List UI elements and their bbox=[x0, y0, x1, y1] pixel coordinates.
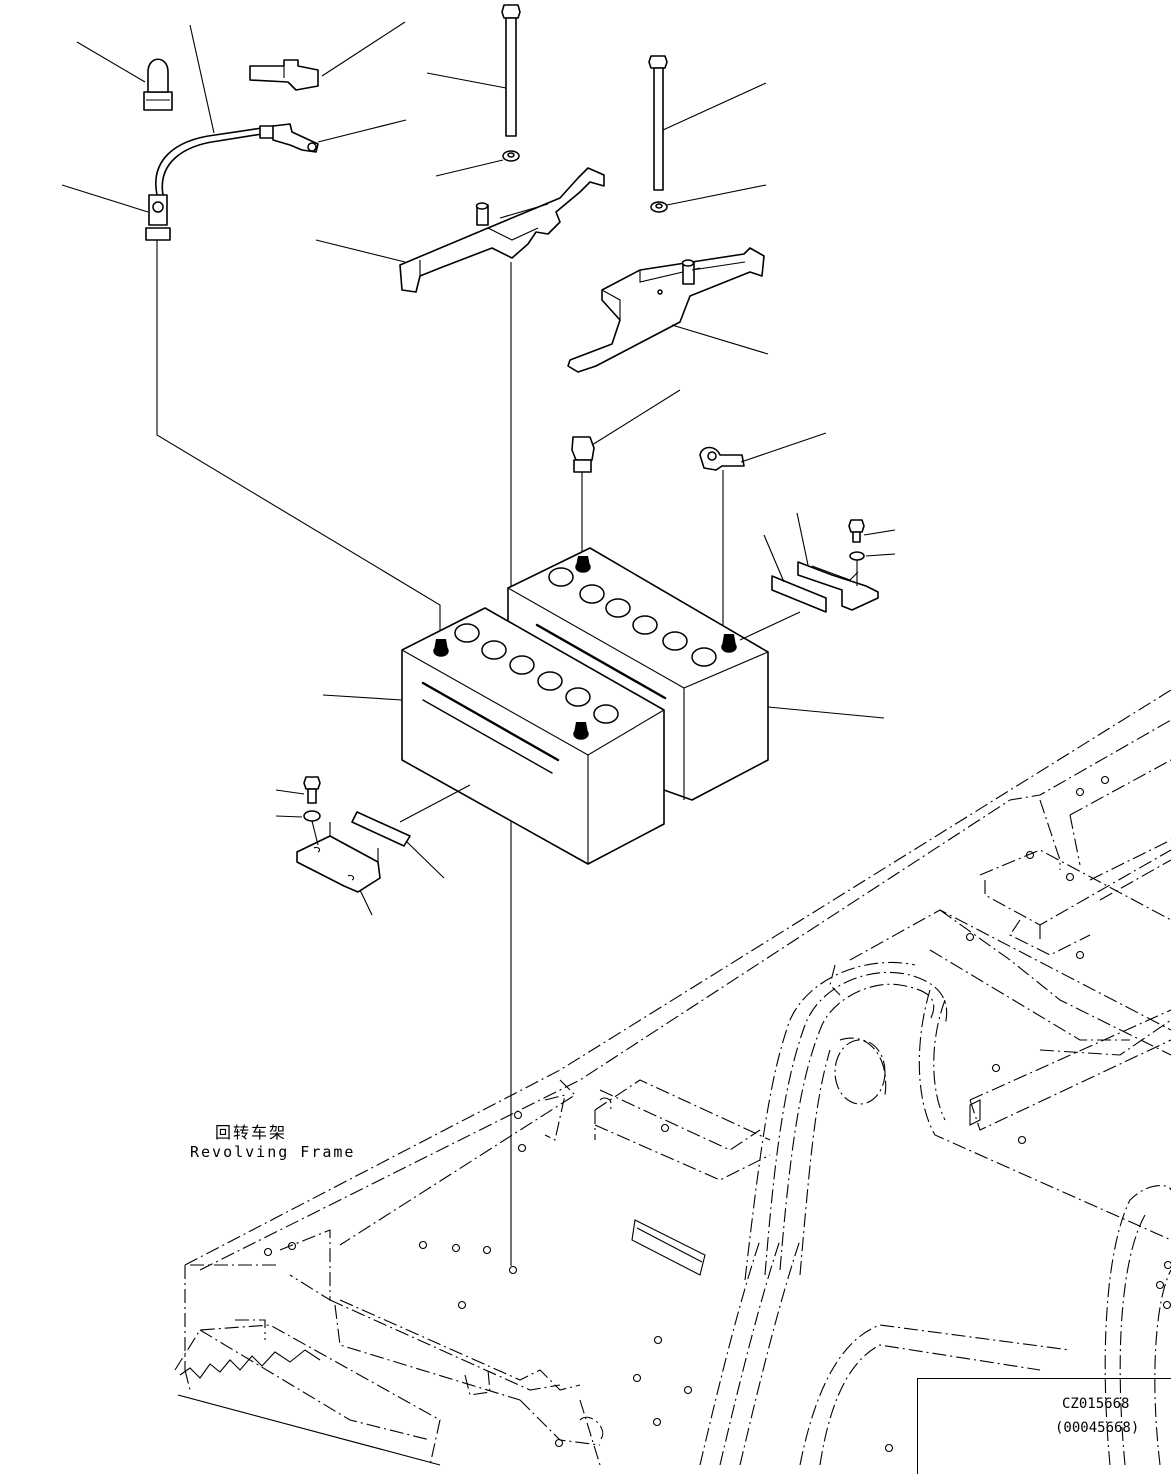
hold-down-rod-left bbox=[502, 5, 520, 161]
drawing-code-secondary: (00045668) bbox=[1055, 1420, 1139, 1436]
frame-holes bbox=[265, 777, 1171, 1452]
terminal-clamp-negative bbox=[572, 437, 594, 472]
bolt-left bbox=[304, 777, 320, 845]
bolt-right bbox=[849, 520, 864, 586]
terminal-cover bbox=[144, 59, 172, 110]
frame-label-english: Revolving Frame bbox=[190, 1143, 355, 1161]
battery-spacer-right bbox=[772, 562, 878, 612]
battery-bracket-upper bbox=[400, 168, 604, 292]
drawing-code-primary: CZ015668 bbox=[1062, 1396, 1129, 1412]
revolving-frame bbox=[175, 690, 1171, 1465]
battery-spacer-left bbox=[297, 812, 410, 892]
cable-clip bbox=[250, 60, 318, 90]
battery-bracket-lower bbox=[568, 248, 764, 372]
frame-label-chinese: 回转车架 bbox=[215, 1119, 287, 1143]
hold-down-rod-right bbox=[649, 56, 667, 212]
battery-cable bbox=[146, 124, 318, 240]
terminal-clamp-positive bbox=[700, 448, 744, 471]
